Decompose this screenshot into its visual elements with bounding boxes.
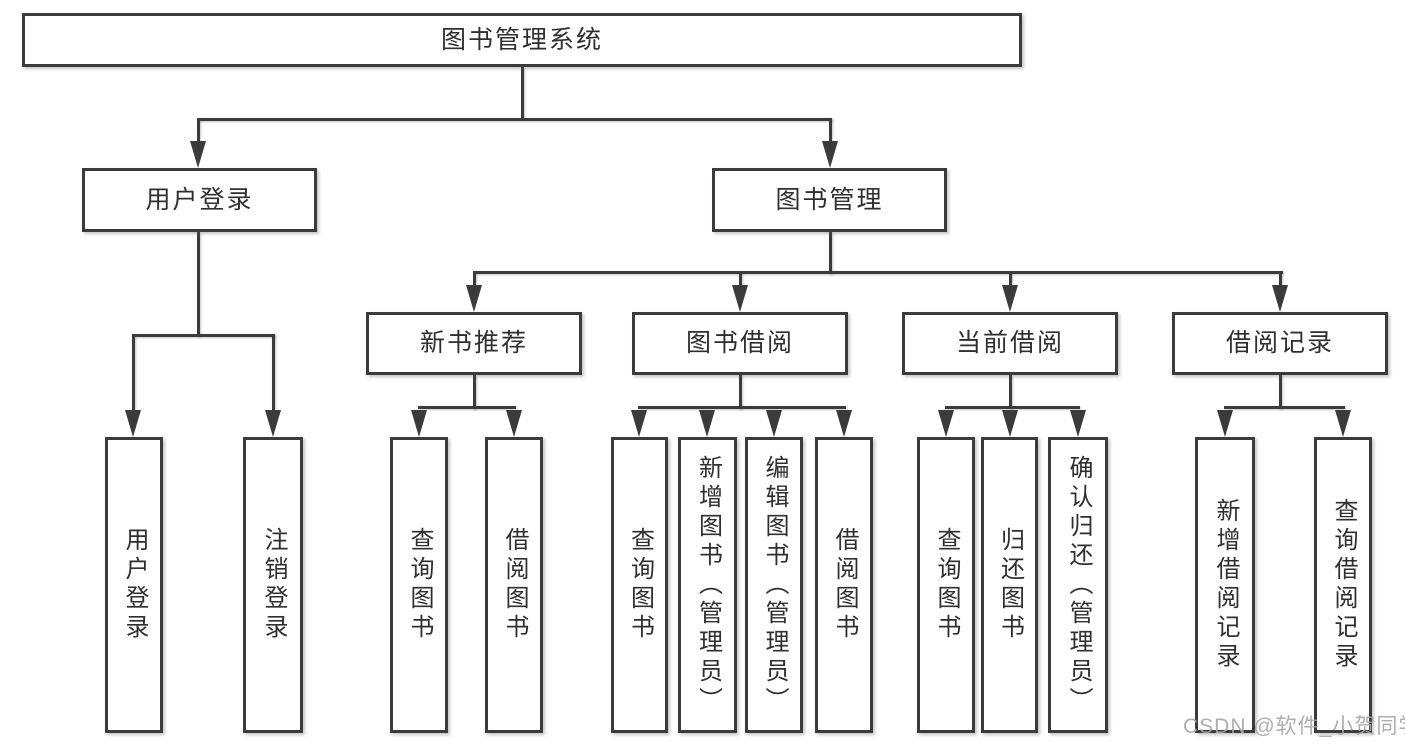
node-user-login-label: 用户登录 xyxy=(145,185,254,214)
arrow-down-icon xyxy=(766,410,782,437)
arrow-down-icon xyxy=(466,285,482,312)
arrow-down-icon xyxy=(190,141,206,168)
leaf-confirm-return-admin: 确认归还（管理员） xyxy=(1048,437,1108,733)
arrow-down-icon xyxy=(1002,285,1018,312)
connector-mgmt-stem xyxy=(828,232,832,274)
leaf-logout: 注销登录 xyxy=(243,437,303,733)
arrow-down-icon xyxy=(822,141,838,168)
node-book-borrowing: 图书借阅 xyxy=(632,312,848,375)
leaf-borrow-books-recommend: 借阅图书 xyxy=(485,437,543,733)
node-root-label: 图书管理系统 xyxy=(440,25,603,54)
arrow-down-icon xyxy=(411,410,427,437)
watermark: CSDN @软件_小贺同学 xyxy=(1183,715,1405,738)
arrow-down-icon xyxy=(631,410,647,437)
arrow-down-icon xyxy=(1217,410,1233,437)
connector-mgmt-drop-3 xyxy=(1008,271,1012,288)
connector-root-stem xyxy=(520,67,524,118)
leaf-add-borrow-record: 新增借阅记录 xyxy=(1195,437,1255,733)
arrow-down-icon xyxy=(938,410,954,437)
leaf-query-books-borrowing: 查询图书 xyxy=(611,437,668,733)
arrow-down-icon xyxy=(125,410,141,437)
leaf-user-login: 用户登录 xyxy=(105,437,163,733)
connector-records-stem xyxy=(1278,375,1282,409)
arrow-down-icon xyxy=(506,410,522,437)
connector-root-bar xyxy=(196,118,832,121)
node-current-borrowing: 当前借阅 xyxy=(902,312,1118,375)
leaf-query-books-current: 查询图书 xyxy=(917,437,975,733)
arrow-down-icon xyxy=(836,410,852,437)
node-book-borrowing-label: 图书借阅 xyxy=(685,329,794,357)
connector-borrowing-bar xyxy=(637,406,846,409)
connector-borrowing-stem xyxy=(738,375,742,409)
arrow-down-icon xyxy=(732,285,748,312)
leaf-return-books: 归还图书 xyxy=(981,437,1038,733)
connector-mgmt-drop-1 xyxy=(472,271,476,288)
arrow-down-icon xyxy=(1070,410,1086,437)
node-book-management-label: 图书管理 xyxy=(775,185,884,214)
leaf-edit-books-admin: 编辑图书（管理员） xyxy=(745,437,803,733)
arrow-down-icon xyxy=(699,410,715,437)
connector-login-bar xyxy=(131,334,275,337)
node-book-management: 图书管理 xyxy=(712,168,947,232)
node-root: 图书管理系统 xyxy=(22,13,1022,67)
leaf-add-books-admin: 新增图书（管理员） xyxy=(678,437,737,733)
arrow-down-icon xyxy=(1272,285,1288,312)
connector-records-bar xyxy=(1223,406,1345,409)
arrow-down-icon xyxy=(1335,410,1351,437)
node-user-login: 用户登录 xyxy=(82,168,317,232)
node-current-borrowing-label: 当前借阅 xyxy=(955,329,1064,357)
leaf-query-borrow-record: 查询借阅记录 xyxy=(1314,437,1372,733)
arrow-down-icon xyxy=(1002,410,1018,437)
node-borrowing-records: 借阅记录 xyxy=(1172,312,1388,375)
connector-recommend-bar xyxy=(417,406,516,409)
connector-mgmt-bar xyxy=(472,271,1283,274)
connector-current-stem xyxy=(1008,375,1012,409)
connector-root-drop-right xyxy=(828,118,832,144)
connector-recommend-stem xyxy=(472,375,476,409)
connector-login-drop-left xyxy=(131,334,135,411)
node-borrowing-records-label: 借阅记录 xyxy=(1225,329,1334,357)
leaf-query-books-recommend: 查询图书 xyxy=(390,437,448,733)
connector-mgmt-drop-2 xyxy=(738,271,742,288)
leaf-borrow-books-borrowing: 借阅图书 xyxy=(815,437,873,733)
arrow-down-icon xyxy=(265,410,281,437)
connector-login-drop-right xyxy=(271,334,275,411)
connector-mgmt-drop-4 xyxy=(1278,271,1282,288)
node-new-book-recommend: 新书推荐 xyxy=(366,312,582,375)
connector-root-drop-left xyxy=(196,118,200,144)
connector-login-stem xyxy=(196,232,200,336)
node-new-book-recommend-label: 新书推荐 xyxy=(419,329,528,357)
connector-current-bar xyxy=(944,406,1080,409)
